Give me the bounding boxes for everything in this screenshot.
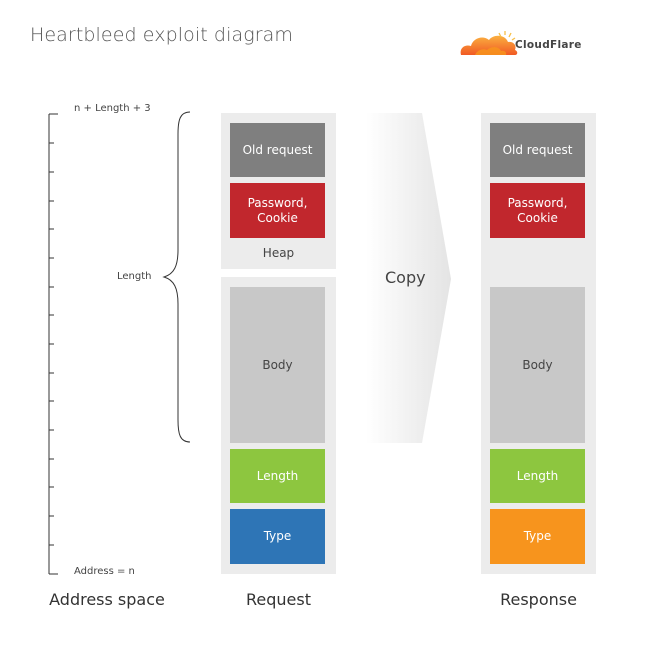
response-length-block: Length (490, 449, 585, 503)
address-bottom-label: Address = n (74, 566, 135, 577)
copy-label: Copy (385, 268, 426, 287)
request-password-label: Password, (247, 195, 308, 210)
length-brace-label: Length (117, 271, 152, 282)
request-old-request-block: Old request (230, 123, 325, 177)
response-password-label: Password, (507, 195, 568, 210)
cloudflare-logo (460, 31, 518, 55)
response-body-block: Body (490, 287, 585, 443)
response-old-request-label: Old request (502, 142, 573, 157)
response-body-label: Body (522, 357, 553, 372)
request-type-block: Type (230, 509, 325, 564)
request-password-block: Password, Cookie (230, 183, 325, 238)
response-type-block: Type (490, 509, 585, 564)
response-old-request-block: Old request (490, 123, 585, 177)
response-footer: Response (500, 590, 577, 609)
request-heap-label: Heap (262, 246, 295, 260)
address-top-label: n + Length + 3 (74, 103, 151, 114)
request-cookie-label: Cookie (257, 210, 298, 225)
copy-arrow (366, 113, 451, 443)
request-old-request-label: Old request (242, 142, 313, 157)
request-length-block: Length (230, 449, 325, 503)
length-brace (162, 111, 191, 443)
request-type-label: Type (263, 529, 292, 543)
address-ruler (48, 113, 58, 575)
request-body-block: Body (230, 287, 325, 443)
page-title: Heartbleed exploit diagram (30, 24, 293, 46)
response-type-label: Type (523, 529, 552, 543)
request-length-label: Length (256, 468, 299, 483)
request-body-label: Body (262, 357, 293, 372)
response-cookie-label: Cookie (517, 210, 558, 225)
address-space-footer: Address space (49, 590, 165, 609)
cloudflare-logo-text: CloudFlare (515, 39, 582, 51)
response-length-label: Length (516, 468, 559, 483)
response-password-block: Password, Cookie (490, 183, 585, 238)
request-footer: Request (246, 590, 311, 609)
